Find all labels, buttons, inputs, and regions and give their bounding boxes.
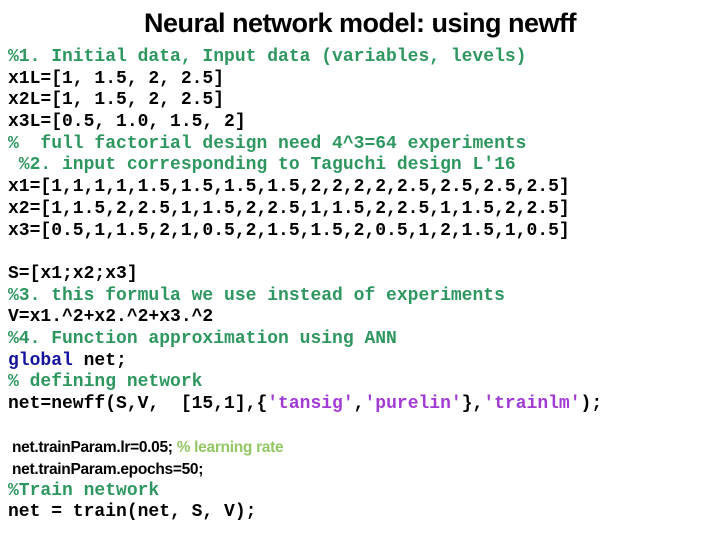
code-segment-comment: % defining network <box>8 372 203 393</box>
code-line: net=newff(S,V, [15,1],{'tansig','purelin… <box>8 394 720 416</box>
code-line: x3L=[0.5, 1.0, 1.5, 2] <box>8 112 720 134</box>
code-segment-plain: net.trainParam.lr=0.05; <box>8 439 177 457</box>
code-segment-plain: x1=[1,1,1,1,1.5,1.5,1.5,1.5,2,2,2,2,2.5,… <box>8 177 570 198</box>
code-segment-string: 'purelin' <box>364 394 462 414</box>
code-line: % full factorial design need 4^3=64 expe… <box>8 134 720 156</box>
code-line: %4. Function approximation using ANN <box>8 329 720 351</box>
code-line: net.trainParam.epochs=50; <box>8 459 720 481</box>
code-segment-string: 'trainlm' <box>483 394 581 414</box>
code-segment-string: 'tansig' <box>267 394 354 414</box>
code-line: x2=[1,1.5,2,2.5,1,1.5,2,2.5,1,1.5,2,2.5,… <box>8 199 720 221</box>
code-line <box>8 416 720 438</box>
code-line: S=[x1;x2;x3] <box>8 264 720 286</box>
code-line: net = train(net, S, V); <box>8 502 720 524</box>
page-title: Neural network model: using newff <box>143 8 577 38</box>
code-segment-comment: %3. this formula we use instead of exper… <box>8 285 505 306</box>
code-line: x3=[0.5,1,1.5,2,1,0.5,2,1.5,1.5,2,0.5,1,… <box>8 221 720 243</box>
code-line: x1=[1,1,1,1,1.5,1.5,1.5,1.5,2,2,2,2,2.5,… <box>8 177 720 199</box>
code-segment-plain: x2=[1,1.5,2,2.5,1,1.5,2,2.5,1,1.5,2,2.5,… <box>8 198 570 219</box>
code-line: %2. input corresponding to Taguchi desig… <box>8 155 720 177</box>
code-segment-lightComment: % learning rate <box>176 439 284 457</box>
code-segment-plain: net; <box>72 350 127 371</box>
code-line: global net; <box>8 351 720 373</box>
code-segment-comment: %4. Function approximation using ANN <box>8 328 397 349</box>
code-line <box>8 242 720 264</box>
code-segment-plain: x3=[0.5,1,1.5,2,1,0.5,2,1.5,1.5,2,0.5,1,… <box>8 220 570 241</box>
code-segment-plain: x2L=[1, 1.5, 2, 2.5] <box>8 90 225 111</box>
code-segment-plain: S=[x1;x2;x3] <box>8 263 138 284</box>
code-segment-plain: x3L=[0.5, 1.0, 1.5, 2] <box>8 112 246 133</box>
code-segment-plain: , <box>353 394 365 414</box>
code-line: % defining network <box>8 372 720 394</box>
code-segment-plain: V=x1.^2+x2.^2+x3.^2 <box>8 307 214 328</box>
code-segment-plain: ); <box>580 394 603 414</box>
code-line: %Train network <box>8 481 720 503</box>
code-segment-plain: net = train(net, S, V); <box>8 502 257 523</box>
code-segment-comment: %1. Initial data, Input data (variables,… <box>8 47 527 67</box>
code-line: x1L=[1, 1.5, 2, 2.5] <box>8 69 720 91</box>
code-block: %1. Initial data, Input data (variables,… <box>0 47 720 524</box>
code-segment-comment: %2. input corresponding to Taguchi desig… <box>8 155 516 176</box>
code-segment-plain: net=newff(S,V, [15,1],{ <box>8 394 268 414</box>
code-line: net.trainParam.lr=0.05; % learning rate <box>8 437 720 459</box>
slide: Neural network model: using newff %1. In… <box>0 7 720 540</box>
code-segment-comment: %Train network <box>8 480 160 501</box>
code-segment-keyword: global <box>8 350 73 371</box>
code-line: V=x1.^2+x2.^2+x3.^2 <box>8 307 720 329</box>
code-line: %1. Initial data, Input data (variables,… <box>8 47 720 69</box>
code-line: x2L=[1, 1.5, 2, 2.5] <box>8 90 720 112</box>
code-segment-plain: net.trainParam.epochs=50; <box>8 461 204 479</box>
code-line: %3. this formula we use instead of exper… <box>8 286 720 308</box>
code-segment-plain: x1L=[1, 1.5, 2, 2.5] <box>8 68 225 89</box>
code-segment-plain: }, <box>461 394 484 414</box>
code-segment-comment: % full factorial design need 4^3=64 expe… <box>8 133 527 154</box>
